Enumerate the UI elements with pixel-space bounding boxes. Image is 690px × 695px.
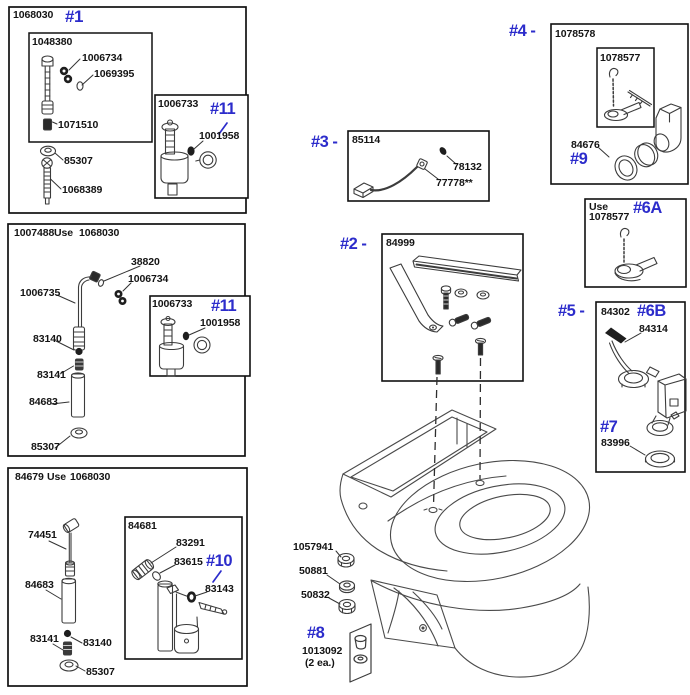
ref-tag-1: #1 xyxy=(65,7,83,26)
ref-tag-3: #3 - xyxy=(311,133,338,151)
panel-1-drawings xyxy=(39,55,94,205)
part-number: 84683 xyxy=(25,579,54,591)
part-number: 83143 xyxy=(205,583,234,595)
part-number: 85307 xyxy=(86,666,115,678)
ref-tag-11: #11 xyxy=(210,100,236,118)
tank-bolt-hardware-drawing xyxy=(326,550,356,614)
part-number: 83291 xyxy=(176,537,205,549)
part-number: 85114 xyxy=(352,134,381,146)
part-number: 1006734 xyxy=(82,52,123,64)
part-number: 1068389 xyxy=(62,184,103,196)
part-number: 50881 xyxy=(299,565,328,577)
part-number: 1013092 xyxy=(302,645,343,657)
ref-tag-7: #7 xyxy=(600,418,618,436)
flapper-drawing xyxy=(614,227,658,282)
part-number: 1071510 xyxy=(58,119,99,131)
part-number: 83140 xyxy=(83,637,112,649)
bolt-cap-kit-drawing xyxy=(349,623,372,683)
part-number: 77778** xyxy=(436,177,473,189)
part-number: 1057941 xyxy=(293,541,334,553)
part-number: 1006735 xyxy=(20,287,61,299)
use-note: Use xyxy=(54,227,73,239)
hardware-kit-box xyxy=(381,233,524,382)
part-number: 1001958 xyxy=(199,130,240,142)
ref-tag-10: #10 xyxy=(206,552,233,570)
part-number: 1068030 xyxy=(70,471,111,483)
fill-valve-drawing-1 xyxy=(160,119,228,196)
part-number: 84683 xyxy=(29,396,58,408)
flapper-box xyxy=(584,198,687,288)
part-number: 83615 xyxy=(174,556,203,568)
part-number: 74451 xyxy=(28,529,57,541)
ref-tag-5: #5 - xyxy=(558,302,585,320)
part-number: 85307 xyxy=(31,441,60,453)
flush-valve-box xyxy=(124,516,243,660)
ref-tag-9: #9 xyxy=(570,150,588,168)
ref-tag-11: #11 xyxy=(211,297,237,315)
ref-tag-6a: #6A xyxy=(633,199,662,217)
use-note: Use xyxy=(47,471,66,483)
part-number: 83141 xyxy=(30,633,59,645)
part-number: 84679 xyxy=(15,471,44,483)
part-number: 1069395 xyxy=(94,68,135,80)
part-number: 83141 xyxy=(37,369,66,381)
mounting-bolt-guides xyxy=(432,357,482,507)
part-number: 1006733 xyxy=(158,98,199,110)
part-number: 83996 xyxy=(601,437,630,449)
ref-tag-6b: #6B xyxy=(637,302,666,320)
fill-valve-drawing-2 xyxy=(158,315,211,377)
flush-valve-drawing xyxy=(131,546,228,654)
ref-tag-2: #2 - xyxy=(340,235,367,253)
part-number: 1006733 xyxy=(152,298,193,310)
quantity-note: (2 ea.) xyxy=(305,657,335,669)
part-number: 84302 xyxy=(601,306,630,318)
part-number: 1068030 xyxy=(79,227,120,239)
toilet-bowl-drawing xyxy=(339,409,591,678)
panel-2-drawings xyxy=(51,265,141,449)
part-number: 78132 xyxy=(453,161,482,173)
part-number: 84999 xyxy=(386,237,415,249)
actuator-cable-drawing xyxy=(353,147,457,199)
part-number: 1078578 xyxy=(555,28,596,40)
trip-lever-drawing xyxy=(605,327,687,468)
part-number: 38820 xyxy=(131,256,160,268)
ref-tag-8: #8 xyxy=(307,624,325,642)
part-number: 1078577 xyxy=(589,211,630,223)
part-number: 83140 xyxy=(33,333,62,345)
use-note: Use xyxy=(589,201,608,213)
part-number: 50832 xyxy=(301,589,330,601)
part-number: 84681 xyxy=(128,520,157,532)
part-number: 1007488 xyxy=(14,227,55,239)
hardware-kit-drawing xyxy=(389,255,522,375)
part-number: 84676 xyxy=(571,139,600,151)
part-number: 1006734 xyxy=(128,273,169,285)
part-number: 85307 xyxy=(64,155,93,167)
part-number: 1068030 xyxy=(13,9,54,21)
part-number: 1078577 xyxy=(600,52,641,64)
part-number: 84314 xyxy=(639,323,668,335)
ref-tag-4: #4 - xyxy=(509,22,536,40)
part-number: 1001958 xyxy=(200,317,241,329)
panel-3-drawings xyxy=(45,518,86,672)
part-number: 1048380 xyxy=(32,36,73,48)
flush-valve-kit-drawing xyxy=(598,67,682,181)
